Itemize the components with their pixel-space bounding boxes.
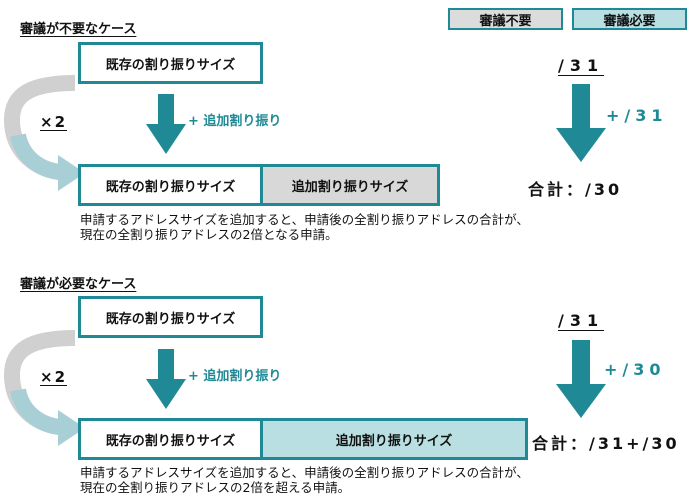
doubling-arc-arrow <box>3 75 85 191</box>
doubling-arc-arrow <box>3 330 85 446</box>
added-prefix-label: +/31 <box>606 106 668 125</box>
combined-allocation-bar: 既存の割り振りサイズ 追加割り振りサイズ <box>78 164 440 206</box>
bar-added-segment: 追加割り振りサイズ <box>263 167 437 203</box>
description-line-1: 申請するアドレスサイズを追加すると、申請後の全割り振りアドレスの合計が、 <box>80 212 529 227</box>
description-line-2: 現在の全割り振りアドレスの2倍となる申請。 <box>80 227 338 242</box>
prefix-down-arrow <box>556 340 606 418</box>
times-two-label: ×2 <box>40 368 68 386</box>
added-prefix-label: +/30 <box>604 360 666 379</box>
description: 申請するアドレスサイズを追加すると、申請後の全割り振りアドレスの合計が、 現在の… <box>80 212 529 242</box>
description: 申請するアドレスサイズを追加すると、申請後の全割り振りアドレスの合計が、 現在の… <box>80 465 529 495</box>
down-arrow <box>146 94 186 154</box>
existing-allocation-box: 既存の割り振りサイズ <box>78 296 263 338</box>
bar-added-segment: 追加割り振りサイズ <box>263 421 525 457</box>
description-line-1: 申請するアドレスサイズを追加すると、申請後の全割り振りアドレスの合計が、 <box>80 465 529 480</box>
legend-required: 審議必要 <box>572 8 687 30</box>
additional-allocation-label: + 追加割り振り <box>188 114 282 129</box>
total-prefix-label: 合計：/31+/30 <box>532 434 680 453</box>
bar-existing-segment: 既存の割り振りサイズ <box>81 421 263 457</box>
total-prefix-label: 合計：/30 <box>528 180 623 199</box>
existing-prefix-label: /31 <box>558 56 605 75</box>
existing-allocation-box: 既存の割り振りサイズ <box>78 42 263 84</box>
combined-allocation-bar: 既存の割り振りサイズ 追加割り振りサイズ <box>78 418 528 460</box>
legend-not-required: 審議不要 <box>448 8 563 30</box>
down-arrow <box>146 349 186 409</box>
bar-existing-segment: 既存の割り振りサイズ <box>81 167 263 203</box>
times-two-label: ×2 <box>40 113 68 131</box>
existing-prefix-label: /31 <box>558 311 605 330</box>
additional-allocation-label: + 追加割り振り <box>188 369 282 384</box>
prefix-down-arrow <box>556 84 606 162</box>
section-title-not-required: 審議が不要なケース <box>20 22 137 37</box>
section-title-required: 審議が必要なケース <box>20 277 137 292</box>
description-line-2: 現在の全割り振りアドレスの2倍を超える申請。 <box>80 480 351 495</box>
